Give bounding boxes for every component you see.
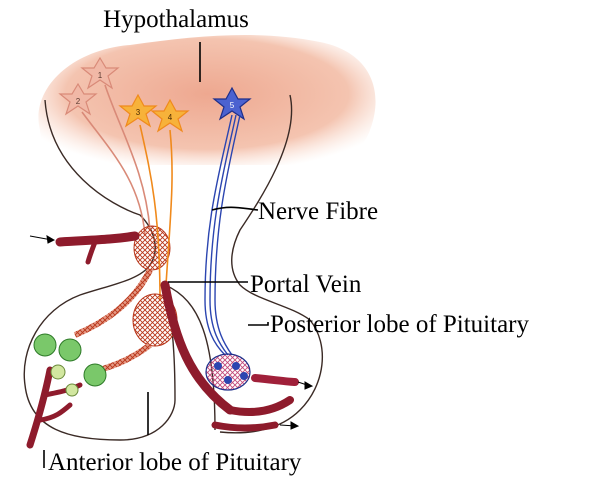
label-anterior-lobe: Anterior lobe of Pituitary — [48, 449, 302, 476]
neuron-1-label: 1 — [98, 71, 103, 80]
label-portal-vein: Portal Vein — [250, 271, 362, 298]
label-posterior-lobe: Posterior lobe of Pituitary — [270, 311, 529, 338]
neuron-5-label: 5 — [230, 101, 235, 110]
label-hypothalamus: Hypothalamus — [103, 6, 249, 33]
label-nerve-fibre: Nerve Fibre — [258, 198, 378, 225]
neuron-3-label: 3 — [136, 108, 141, 117]
neuron-4-label: 4 — [168, 113, 173, 122]
hypothalamus-region — [38, 35, 375, 166]
posterior-nerve-endings — [206, 354, 250, 390]
neuron-2-label: 2 — [76, 97, 81, 106]
